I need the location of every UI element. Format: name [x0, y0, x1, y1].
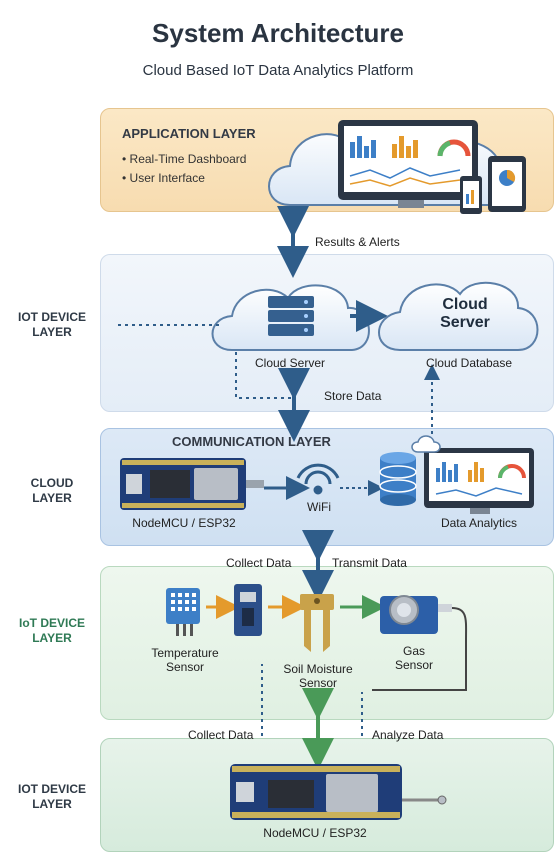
node-label-nodemcu-comm: NodeMCU / ESP32 — [132, 516, 236, 530]
gas-sensor-icon — [380, 595, 452, 634]
small-cloud-icon — [411, 435, 441, 453]
sensor-module-icon — [234, 584, 262, 636]
dotted-store-path — [235, 352, 292, 399]
diagram-subtitle: Cloud Based IoT Data Analytics Platform — [142, 62, 414, 79]
node-label-wifi: WiFi — [307, 500, 331, 514]
wifi-icon — [296, 463, 340, 495]
edge-label-results-alerts: Results & Alerts — [315, 235, 400, 249]
gas-sensor-wire — [372, 607, 468, 691]
node-label-cloud-server: Cloud Server — [254, 356, 326, 370]
temperature-sensor-icon — [166, 588, 200, 636]
soil-moisture-sensor-icon — [300, 594, 334, 652]
node-label-nodemcu-bottom: NodeMCU / ESP32 — [263, 826, 367, 840]
edge-label-collect-data-bottom: Collect Data — [188, 728, 254, 742]
phone-icon — [460, 176, 482, 214]
monitor-icon — [338, 120, 478, 208]
analytics-monitor-icon — [424, 448, 534, 514]
edge-label-store-data: Store Data — [324, 389, 382, 403]
node-label-cloud-database: Cloud Database — [425, 356, 513, 370]
diagram-title: System Architecture — [152, 18, 404, 48]
bullet-realtime-dashboard: • Real-Time Dashboard — [122, 152, 247, 166]
bullet-user-interface: • User Interface — [122, 171, 205, 185]
cloud-database-icon — [378, 281, 539, 351]
edge-label-collect-data-top: Collect Data — [226, 556, 292, 570]
database-icon — [379, 452, 417, 506]
node-label-data-analytics: Data Analytics — [440, 516, 518, 530]
tablet-icon — [488, 156, 526, 212]
edge-label-transmit-data: Transmit Data — [332, 556, 407, 570]
nodemcu-bottom-board-icon — [230, 764, 447, 820]
nodemcu-board-icon — [120, 458, 264, 510]
application-layer-title: APPLICATION LAYER — [122, 126, 256, 141]
communication-layer-title: COMMUNICATION LAYER — [172, 434, 331, 449]
edge-label-analyze-data: Analyze Data — [372, 728, 444, 742]
cloud-server-icon — [211, 284, 370, 351]
